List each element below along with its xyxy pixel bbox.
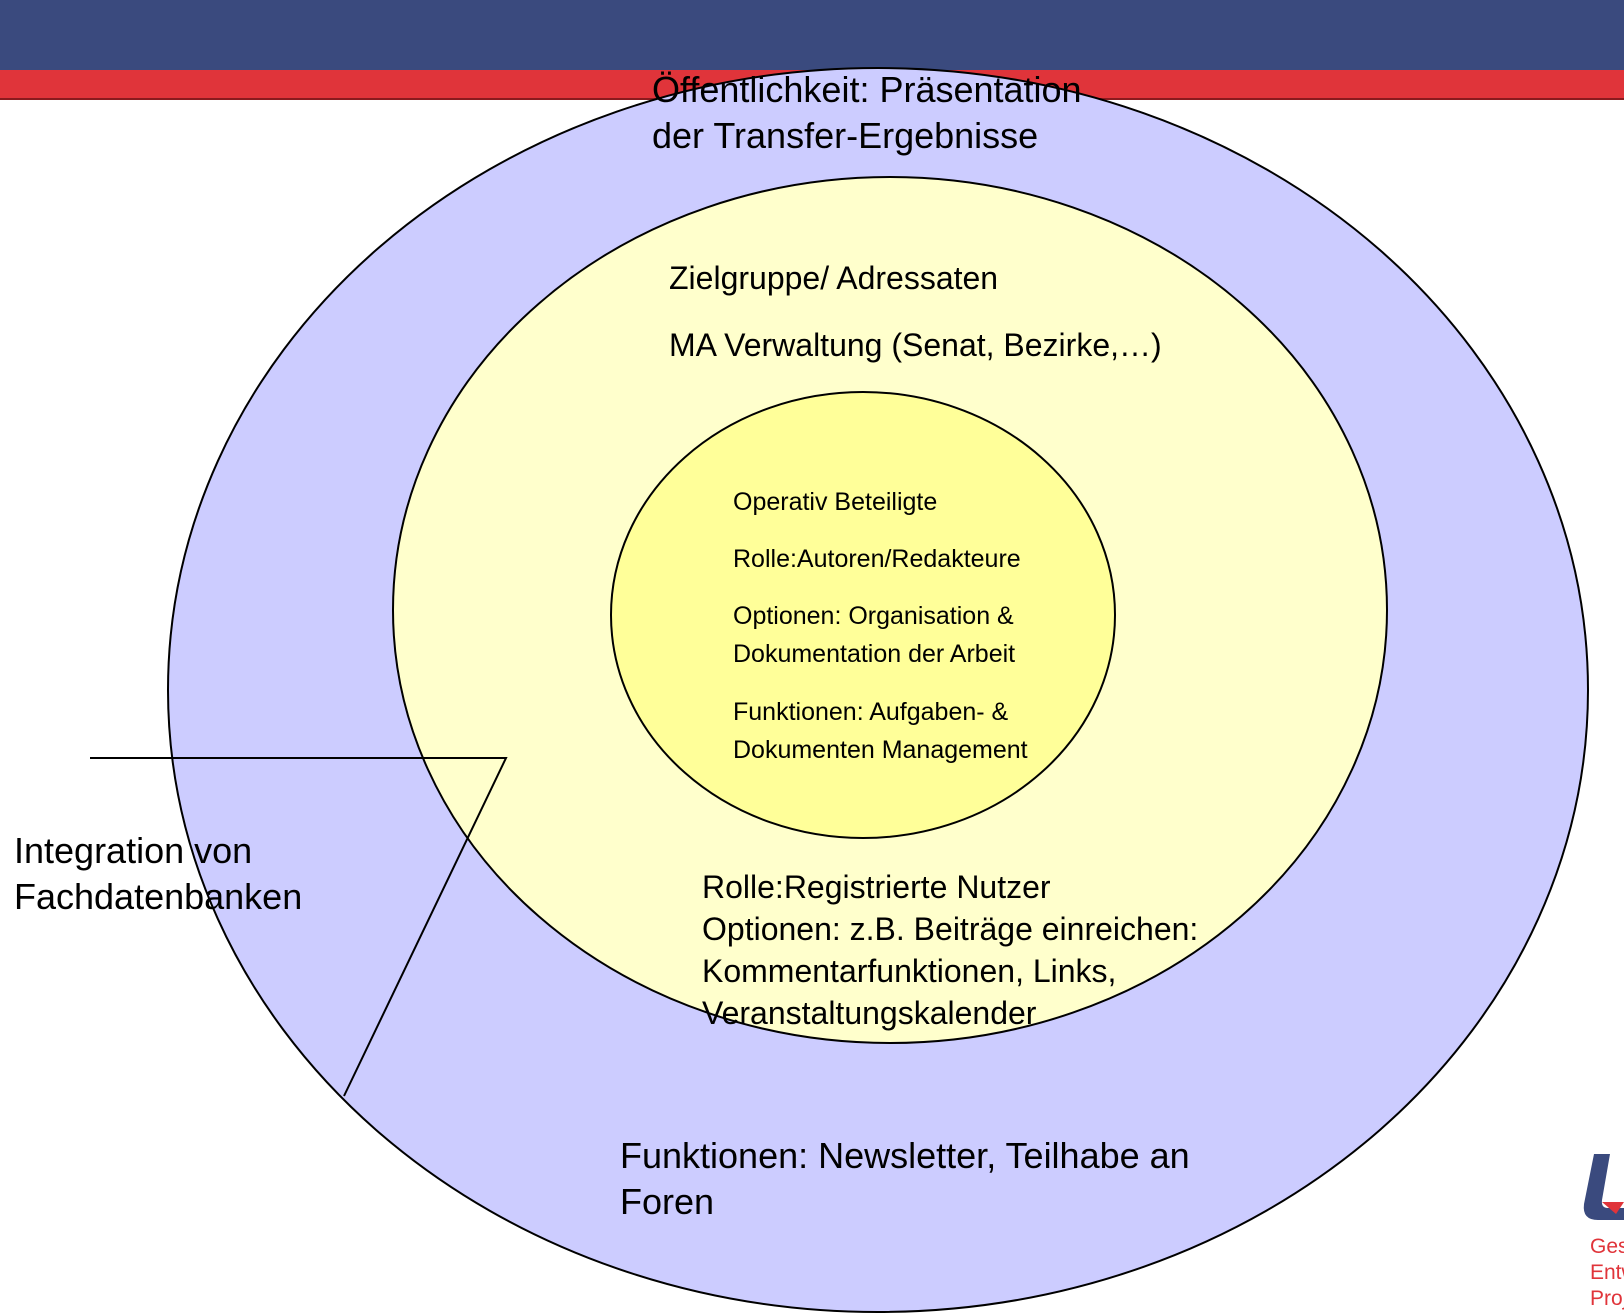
outer-functions-line1: Funktionen: Newsletter, Teilhabe an [620,1135,1190,1176]
outer-functions: Funktionen: Newsletter, Teilhabe an Fore… [620,1133,1190,1225]
inner-operative: Operativ Beteiligte [733,488,938,516]
inner-options: Optionen: Organisation & Dokumentation d… [733,597,1015,673]
logo-mark-icon [1583,1154,1624,1220]
header-bar [0,0,1624,70]
logo-line1: Gesellscha [1590,1235,1624,1258]
middle-options-line: Optionen: z.B. Beiträge einreichen: [702,911,1199,947]
outer-title: Öffentlichkeit: Präsentation der Transfe… [652,67,1082,159]
middle-role-line: Rolle:Registrierte Nutzer [702,869,1051,905]
inner-functions-line2: Dokumenten Management [733,736,1028,764]
inner-ring [610,391,1116,839]
inner-options-line1: Optionen: Organisation & [733,602,1014,630]
middle-comments-line: Kommentarfunktionen, Links, [702,953,1117,989]
callout-line [90,757,508,1097]
middle-target-group: Zielgruppe/ Adressaten [669,260,999,296]
middle-registered-users: Rolle:Registrierte Nutzer Optionen: z.B.… [702,866,1198,1034]
inner-role: Rolle:Autoren/Redakteure [733,545,1021,573]
outer-title-line2: der Transfer-Ergebnisse [652,115,1039,156]
middle-calendar-line: Veranstaltungskalender [702,995,1037,1031]
callout-line1: Integration von [14,830,253,871]
middle-administration: MA Verwaltung (Senat, Bezirke,…) [669,327,1162,363]
logo-text: Gesellscha Entwicklun Projektma [1590,1234,1624,1312]
logo-line3: Projektma [1590,1287,1624,1310]
callout-line2: Fachdatenbanken [14,876,303,917]
inner-options-line2: Dokumentation der Arbeit [733,640,1016,668]
outer-functions-line2: Foren [620,1181,715,1222]
inner-functions: Funktionen: Aufgaben- & Dokumenten Manag… [733,693,1028,769]
inner-functions-line1: Funktionen: Aufgaben- & [733,698,1009,726]
callout-integration: Integration von Fachdatenbanken [14,828,302,920]
outer-title-line1: Öffentlichkeit: Präsentation [652,69,1082,110]
logo-line2: Entwicklun [1590,1261,1624,1284]
